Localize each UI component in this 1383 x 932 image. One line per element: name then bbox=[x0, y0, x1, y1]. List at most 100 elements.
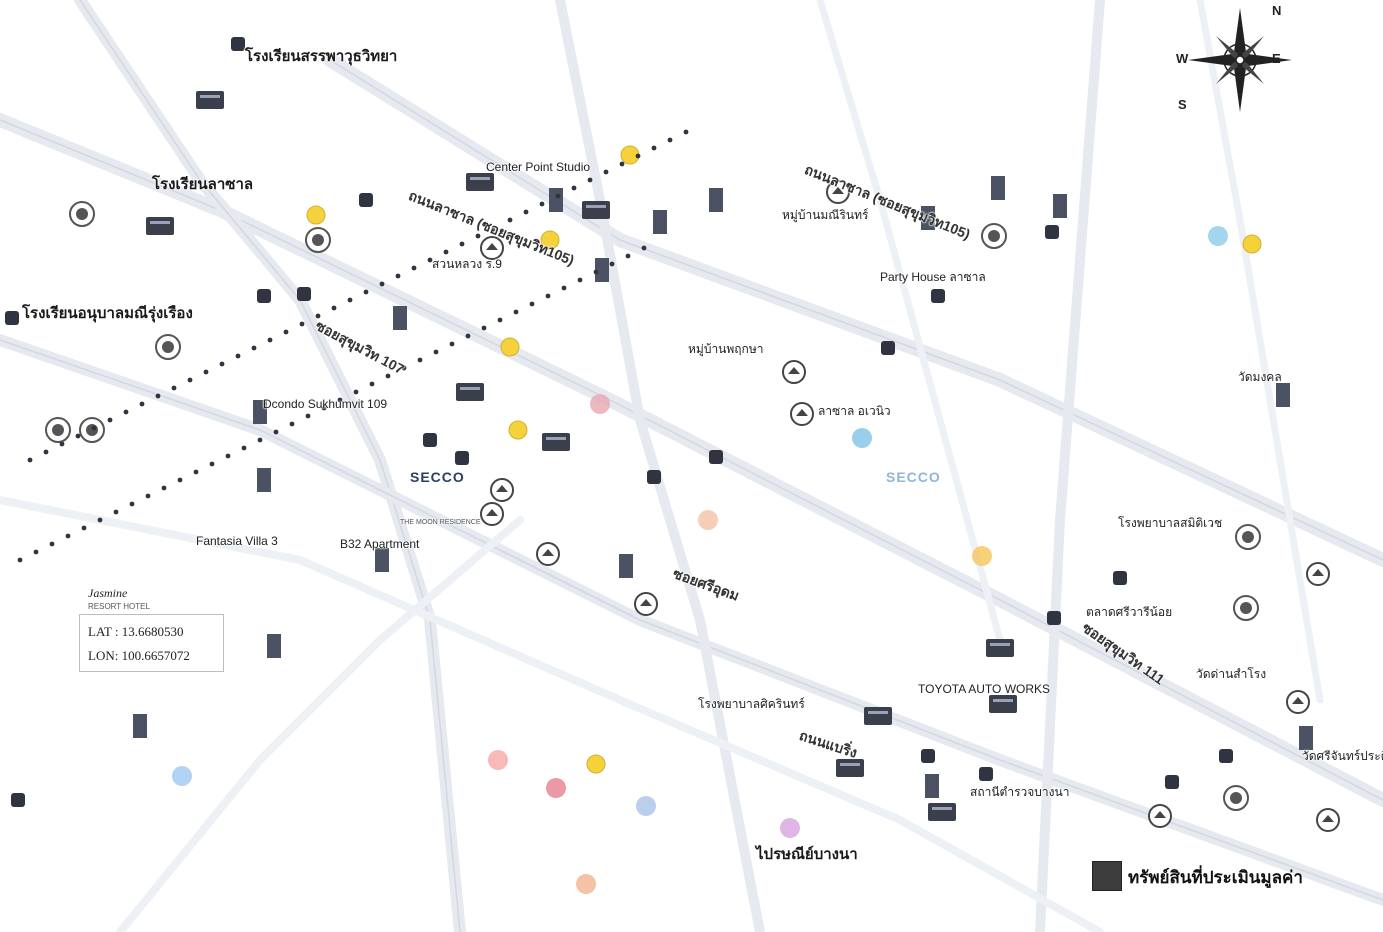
condo-icon bbox=[393, 306, 407, 330]
yellow-marker-icon bbox=[586, 754, 606, 774]
building-icon bbox=[582, 201, 610, 219]
map-pin-icon bbox=[1045, 225, 1059, 239]
map-pin-icon bbox=[423, 433, 437, 447]
yellow-marker-icon bbox=[1242, 234, 1262, 254]
compass-east-label: E bbox=[1272, 51, 1281, 66]
condo-icon bbox=[925, 774, 939, 798]
map-pin-icon bbox=[1113, 571, 1127, 585]
map-pin-icon bbox=[1165, 775, 1179, 789]
map-pin-icon bbox=[455, 451, 469, 465]
building-icon bbox=[466, 173, 494, 191]
appraised-property-swatch bbox=[1092, 861, 1122, 891]
map-pin-icon bbox=[647, 470, 661, 484]
place-label-soi-tower: ลาซาล อเวนิว bbox=[818, 404, 891, 418]
poi-marker-icon bbox=[576, 874, 596, 894]
compass-rose-icon bbox=[1188, 8, 1292, 112]
poi-marker-icon bbox=[780, 818, 800, 838]
building-icon bbox=[986, 639, 1014, 657]
building-icon bbox=[542, 433, 570, 451]
condo-icon bbox=[619, 554, 633, 578]
map-pin-icon bbox=[359, 193, 373, 207]
condo-icon bbox=[991, 176, 1005, 200]
yellow-marker-icon bbox=[306, 205, 326, 225]
place-label-temple-3: วัดมงคล bbox=[1238, 370, 1282, 384]
place-label-secco-faded: SECCO bbox=[886, 469, 941, 485]
poi-marker-icon bbox=[546, 778, 566, 798]
condo-icon bbox=[1276, 383, 1290, 407]
map-pin-icon bbox=[11, 793, 25, 807]
yellow-marker-icon bbox=[508, 420, 528, 440]
place-label-fantasia: Fantasia Villa 3 bbox=[196, 534, 278, 548]
place-label-school-top: โรงเรียนสรรพาวุธวิทยา bbox=[245, 48, 398, 65]
map-pin-icon bbox=[231, 37, 245, 51]
compass-north-label: N bbox=[1272, 3, 1282, 18]
legend-label: ทรัพย์สินที่ประเมินมูลค่า bbox=[1128, 868, 1303, 887]
poi-marker-icon bbox=[488, 750, 508, 770]
place-label-park: สวนหลวง ร.9 bbox=[432, 257, 502, 271]
place-label-dcondo: Dcondo Sukhumvit 109 bbox=[263, 397, 388, 411]
map-pin-icon bbox=[881, 341, 895, 355]
building-icon bbox=[864, 707, 892, 725]
place-label-soi-home: หมู่บ้านพฤกษา bbox=[688, 342, 764, 356]
place-label-jasmine-sub: RESORT HOTEL bbox=[88, 602, 150, 611]
building-icon bbox=[989, 695, 1017, 713]
poi-marker-icon bbox=[972, 546, 992, 566]
condo-icon bbox=[257, 468, 271, 492]
yellow-marker-icon bbox=[540, 230, 560, 250]
condo-icon bbox=[595, 258, 609, 282]
condo-icon bbox=[921, 206, 935, 230]
building-icon bbox=[836, 759, 864, 777]
place-label-school-ladprao: โรงเรียนลาซาล bbox=[152, 176, 254, 193]
building-icon bbox=[928, 803, 956, 821]
condo-icon bbox=[549, 188, 563, 212]
poi-layer bbox=[5, 37, 1340, 894]
building-icon bbox=[196, 91, 224, 109]
map-pin-icon bbox=[5, 311, 19, 325]
poi-marker-icon bbox=[172, 766, 192, 786]
map-pin-icon bbox=[297, 287, 311, 301]
place-label-center-point: Center Point Studio bbox=[486, 160, 591, 174]
place-label-soi-mansion: หมู่บ้านมณีรินทร์ bbox=[782, 208, 869, 222]
condo-icon bbox=[253, 400, 267, 424]
compass-south-label: S bbox=[1178, 97, 1187, 112]
condo-icon bbox=[375, 548, 389, 572]
map-legend: ทรัพย์สินที่ประเมินมูลค่า bbox=[1092, 860, 1382, 891]
place-label-school-anuban: โรงเรียนอนุบาลมณีรุ่งเรือง bbox=[22, 305, 193, 322]
poi-marker-icon bbox=[698, 510, 718, 530]
building-icon bbox=[456, 383, 484, 401]
longitude-value: LON: 100.6657072 bbox=[88, 648, 190, 663]
place-label-police: สถานีตำรวจบางนา bbox=[970, 785, 1070, 799]
map-pin-icon bbox=[1047, 611, 1061, 625]
map-pin-icon bbox=[979, 767, 993, 781]
place-label-hospital: โรงพยาบาลสมิติเวช bbox=[1118, 516, 1223, 530]
place-label-b32: B32 Apartment bbox=[340, 537, 420, 551]
place-label-market-bearing: ตลาดศรีวารีน้อย bbox=[1086, 605, 1173, 619]
condo-icon bbox=[709, 188, 723, 212]
poi-marker-icon bbox=[1208, 226, 1228, 246]
coordinates-box: LAT : 13.6680530 LON: 100.6657072 bbox=[79, 614, 224, 672]
place-label-temple-2: วัดศรีจันทร์ประดิษฐ์ bbox=[1302, 749, 1383, 763]
place-label-toyota: TOYOTA AUTO WORKS bbox=[918, 682, 1051, 696]
place-label-party-house: Party House ลาซาล bbox=[880, 270, 986, 284]
condo-icon bbox=[1299, 726, 1313, 750]
map-pin-icon bbox=[257, 289, 271, 303]
place-label-temple-1: วัดด่านสำโรง bbox=[1196, 667, 1267, 681]
place-label-post: ไปรษณีย์บางนา bbox=[756, 846, 858, 863]
place-label-hospital-bearing: โรงพยาบาลศิครินทร์ bbox=[698, 697, 805, 711]
map-pin-icon bbox=[709, 450, 723, 464]
poi-marker-icon bbox=[852, 428, 872, 448]
condo-icon bbox=[267, 634, 281, 658]
place-label-secco: SECCO bbox=[410, 469, 465, 485]
condo-icon bbox=[1053, 194, 1067, 218]
place-label-jasmine: Jasmine bbox=[88, 586, 128, 600]
place-label-the-moon: THE MOON RESIDENCE bbox=[400, 519, 481, 526]
condo-icon bbox=[653, 210, 667, 234]
map-pin-icon bbox=[921, 749, 935, 763]
compass-west-label: W bbox=[1176, 51, 1189, 66]
map-pin-icon bbox=[931, 289, 945, 303]
condo-icon bbox=[133, 714, 147, 738]
yellow-marker-icon bbox=[500, 337, 520, 357]
poi-marker-icon bbox=[636, 796, 656, 816]
